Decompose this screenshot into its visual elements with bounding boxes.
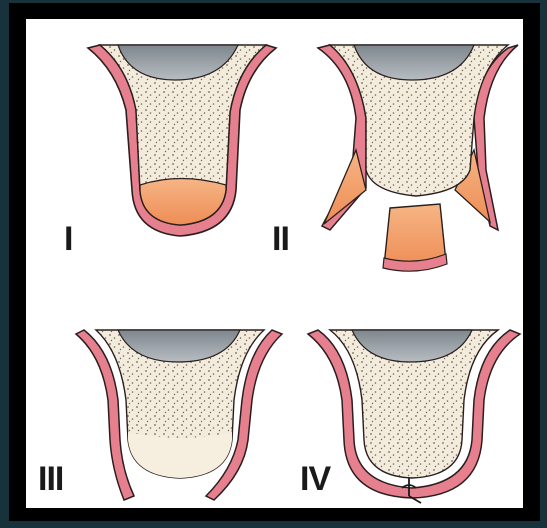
- panel-label-3: III: [38, 462, 63, 496]
- panel-3-diagram: [76, 330, 282, 500]
- panel-label-4: IV: [300, 462, 330, 496]
- panel-1-diagram: [88, 45, 276, 236]
- panel-4-diagram: [308, 330, 520, 503]
- panel-3-healing-zone: [128, 432, 232, 478]
- panel-2-diagram: [318, 45, 518, 271]
- panel-label-1: I: [64, 222, 72, 256]
- panel-label-2: II: [272, 222, 289, 256]
